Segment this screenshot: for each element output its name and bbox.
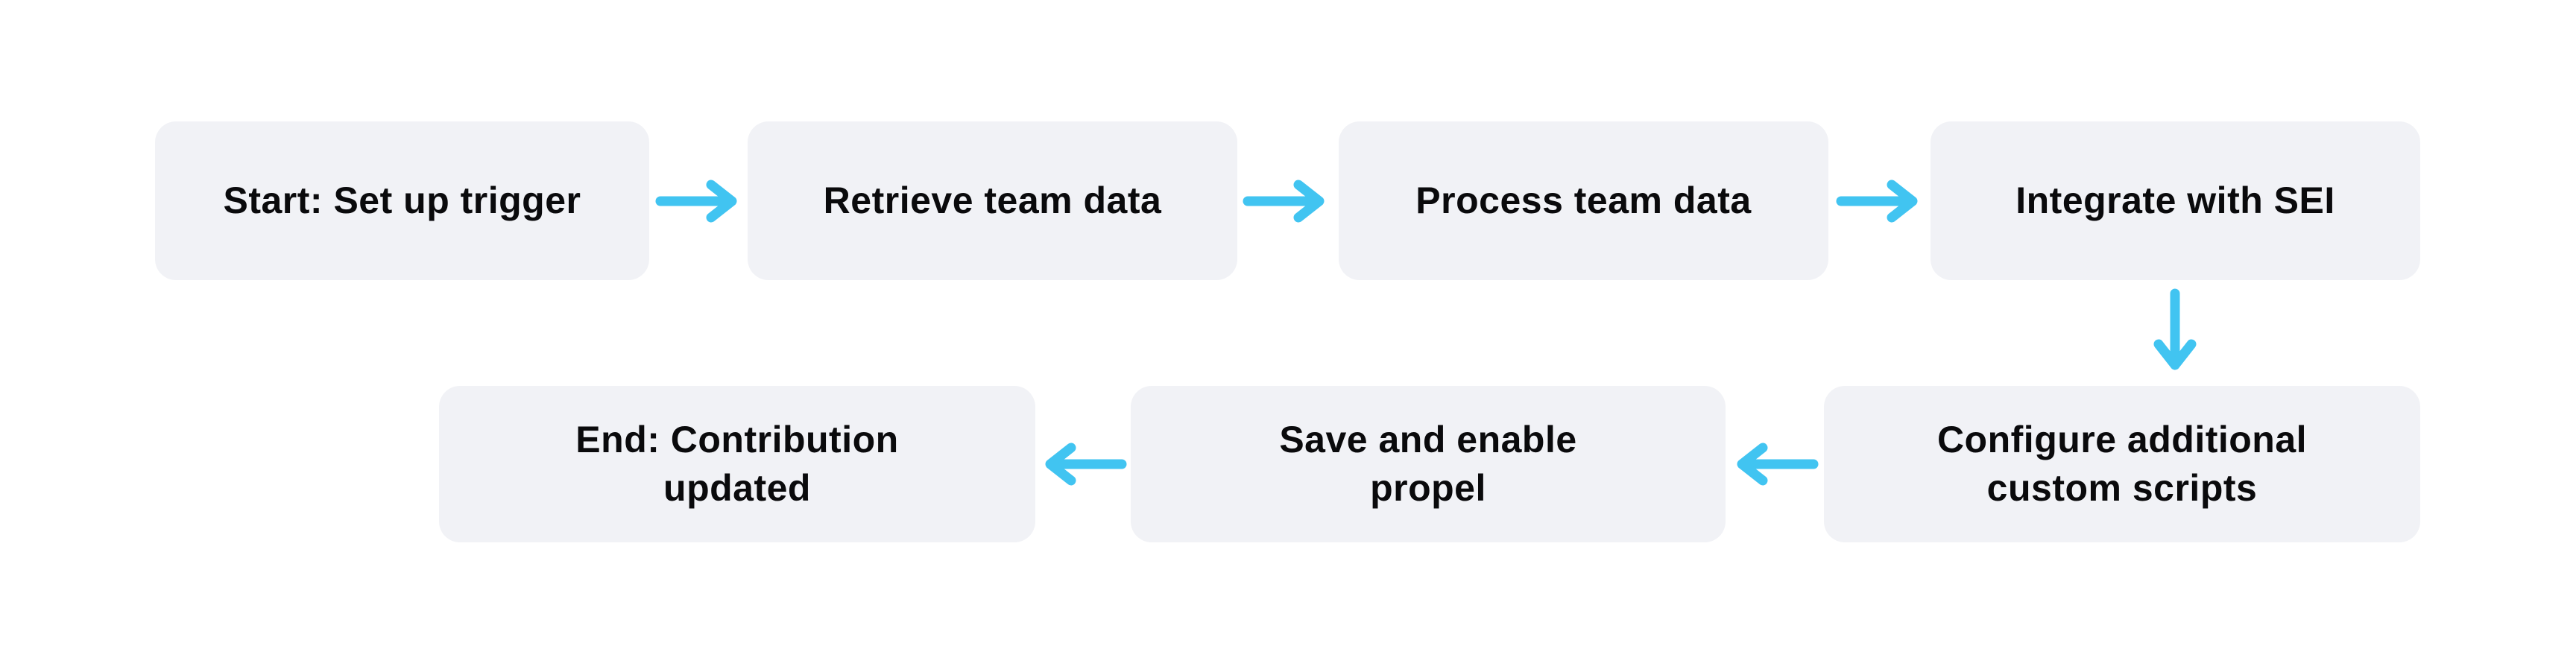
node-label: propel <box>1370 467 1486 509</box>
arrow-down-icon <box>2153 288 2197 383</box>
node-label: Configure additional <box>1936 419 2308 460</box>
arrow-left-icon <box>1730 442 1819 486</box>
node-label: Save and enable <box>1279 419 1577 460</box>
node-configure-custom-scripts: Configure additional custom scripts <box>1824 386 2420 542</box>
node-label: updated <box>663 467 811 509</box>
node-label: End: Contribution <box>575 419 899 460</box>
node-label: Start: Set up trigger <box>223 180 581 221</box>
node-label: custom scripts <box>1986 467 2258 509</box>
node-label: Integrate with SEI <box>2015 180 2335 221</box>
node-retrieve-team-data: Retrieve team data <box>748 121 1237 280</box>
node-start: Start: Set up trigger <box>155 121 649 280</box>
node-label: Retrieve team data <box>823 180 1162 221</box>
arrow-right-icon <box>654 179 744 223</box>
node-integrate-with-sei: Integrate with SEI <box>1931 121 2420 280</box>
node-label: Process team data <box>1415 180 1752 221</box>
node-end: End: Contribution updated <box>439 386 1035 542</box>
arrow-left-icon <box>1038 442 1128 486</box>
arrow-right-icon <box>1835 179 1925 223</box>
node-save-and-enable-propel: Save and enable propel <box>1131 386 1726 542</box>
node-process-team-data: Process team data <box>1339 121 1828 280</box>
arrow-right-icon <box>1242 179 1331 223</box>
